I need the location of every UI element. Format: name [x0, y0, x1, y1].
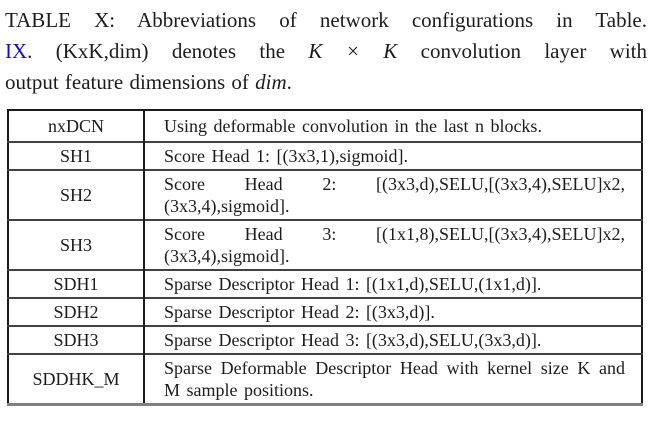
description-text: Sparse Deformable Descriptor Head with k… [164, 358, 625, 400]
caption-line-3: output feature dimensions of dim. [5, 67, 647, 98]
description-cell: Sparse Deformable Descriptor Head with k… [144, 353, 642, 405]
table-ix-link[interactable]: IX [5, 39, 28, 63]
abbr-cell: SDDHK_M [8, 353, 145, 405]
caption-text-3a: output feature dimensions of [5, 70, 256, 94]
table-row: SH3 Score Head 3: [(1x1,8),SELU,[(3x3,4)… [8, 219, 642, 270]
description-text: Sparse Descriptor Head 3: [(3x3,d),SELU,… [164, 330, 542, 350]
abbr-label: SDDHK_M [32, 368, 120, 389]
caption-line-1: TABLE X: Abbreviations of network config… [5, 5, 647, 36]
description-text: Using deformable convolution in the last… [164, 116, 542, 136]
abbr-cell: SDH3 [8, 325, 145, 354]
abbr-label: SH2 [59, 184, 92, 205]
math-k1: K [308, 39, 323, 63]
table-caption: TABLE X: Abbreviations of network config… [5, 5, 647, 98]
caption-text-2a: . (KxK,dim) denotes the [27, 39, 309, 63]
table-row: SDH1 Sparse Descriptor Head 1: [(1x1,d),… [8, 269, 642, 298]
table-row: SH1 Score Head 1: [(3x3,1),sigmoid]. [8, 141, 642, 170]
description-cell: Sparse Descriptor Head 2: [(3x3,d)]. [144, 297, 642, 326]
table-row: SDH2 Sparse Descriptor Head 2: [(3x3,d)]… [8, 297, 642, 326]
abbr-label: SH3 [59, 234, 92, 255]
math-k2: K [383, 39, 398, 63]
abbr-label: nxDCN [47, 115, 104, 136]
math-dim: dim [255, 70, 287, 94]
description-text: Score Head 1: [(3x3,1),sigmoid]. [164, 146, 408, 166]
abbr-cell: nxDCN [8, 110, 145, 142]
description-text: Sparse Descriptor Head 1: [(1x1,d),SELU,… [164, 274, 542, 294]
abbr-label: SDH1 [53, 273, 99, 294]
table-row: SDDHK_M Sparse Deformable Descriptor Hea… [8, 353, 642, 405]
abbr-cell: SH1 [8, 141, 145, 170]
caption-text-1: TABLE X: Abbreviations of network config… [5, 8, 647, 32]
table-row: SDH3 Sparse Descriptor Head 3: [(3x3,d),… [8, 325, 642, 354]
table-row: nxDCN Using deformable convolution in th… [8, 110, 642, 142]
description-cell: Score Head 2: [(3x3,d),SELU,[(3x3,4),SEL… [144, 169, 642, 220]
description-cell: Score Head 3: [(1x1,8),SELU,[(3x3,4),SEL… [144, 219, 642, 270]
abbr-label: SDH3 [53, 329, 99, 350]
abbr-cell: SH2 [8, 169, 145, 220]
abbr-cell: SDH2 [8, 297, 145, 326]
abbr-cell: SDH1 [8, 269, 145, 298]
caption-line-2: IX. (KxK,dim) denotes the K × K convolut… [5, 36, 647, 67]
abbreviations-table: nxDCN Using deformable convolution in th… [7, 109, 643, 406]
description-text: Sparse Descriptor Head 2: [(3x3,d)]. [164, 302, 435, 322]
abbr-cell: SH3 [8, 219, 145, 270]
times-symbol: × [322, 39, 384, 63]
description-cell: Score Head 1: [(3x3,1),sigmoid]. [144, 141, 642, 170]
caption-text-2b: convolution layer with [397, 39, 648, 63]
table-row: SH2 Score Head 2: [(3x3,d),SELU,[(3x3,4)… [8, 169, 642, 220]
description-cell: Using deformable convolution in the last… [144, 110, 642, 142]
description-cell: Sparse Descriptor Head 1: [(1x1,d),SELU,… [144, 269, 642, 298]
abbr-label: SH1 [59, 145, 92, 166]
abbr-label: SDH2 [53, 301, 99, 322]
description-cell: Sparse Descriptor Head 3: [(3x3,d),SELU,… [144, 325, 642, 354]
description-text: Score Head 2: [(3x3,d),SELU,[(3x3,4),SEL… [164, 174, 625, 216]
description-text: Score Head 3: [(1x1,8),SELU,[(3x3,4),SEL… [164, 224, 625, 266]
caption-text-3b: . [286, 70, 292, 94]
